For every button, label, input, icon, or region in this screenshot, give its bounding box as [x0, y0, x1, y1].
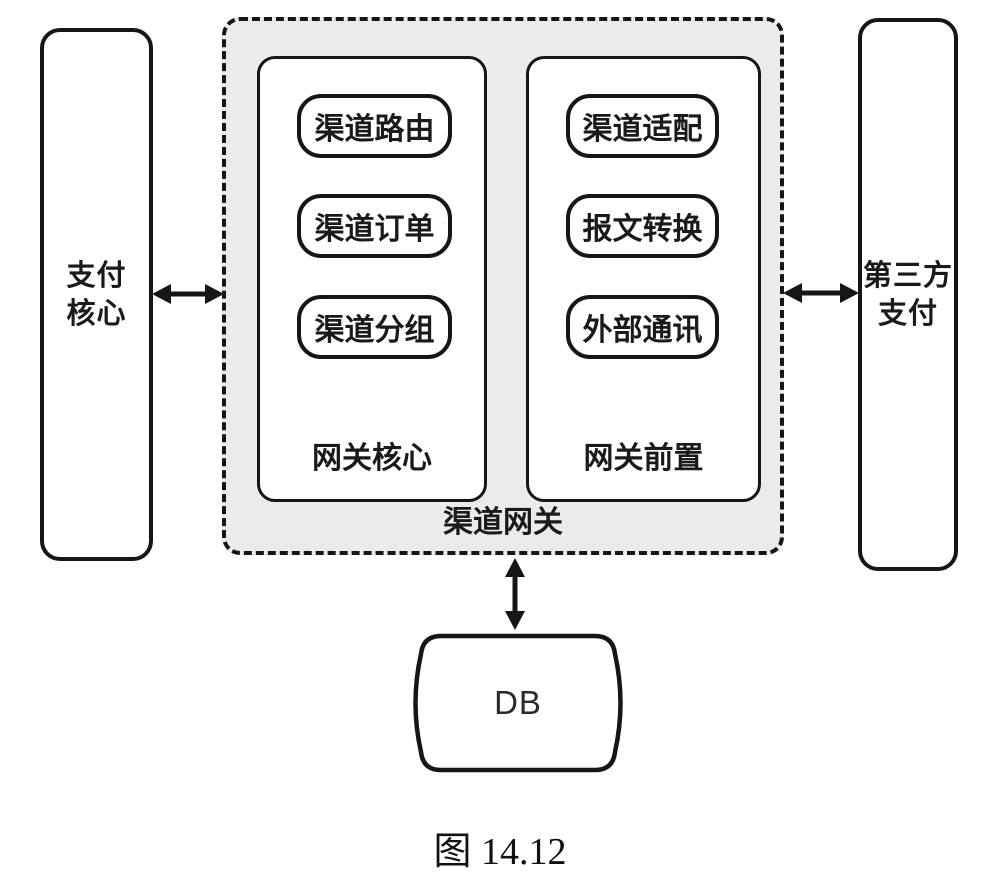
third-party-payment-node: 第三方 支付 [858, 18, 958, 571]
database-cylinder-icon [413, 633, 623, 773]
payment-core-label: 支付 核心 [66, 257, 126, 333]
gateway-front-label: 网关前置 [583, 442, 704, 475]
module-external-communication: 外部通讯 [566, 295, 719, 359]
module-channel-routing-label: 渠道路由 [314, 113, 435, 146]
third-party-payment-label: 第三方 支付 [863, 257, 953, 333]
module-message-conversion-label: 报文转换 [582, 213, 703, 246]
module-channel-grouping-label: 渠道分组 [314, 314, 435, 347]
gateway-front-box: 渠道适配 报文转换 外部通讯 网关前置 [526, 56, 761, 502]
third-party-payment-label-line2: 支付 [877, 297, 938, 330]
module-channel-order: 渠道订单 [297, 194, 452, 258]
gateway-core-box: 渠道路由 渠道订单 渠道分组 网关核心 [257, 56, 487, 502]
module-channel-order-label: 渠道订单 [314, 213, 435, 246]
payment-core-node: 支付 核心 [40, 28, 153, 561]
module-message-conversion: 报文转换 [566, 194, 719, 258]
module-channel-grouping: 渠道分组 [297, 295, 452, 359]
left-bidirectional-arrow-icon [152, 284, 224, 304]
module-external-communication-label: 外部通讯 [582, 314, 703, 347]
database-node: DB [405, 628, 631, 778]
payment-core-label-line1: 支付 [66, 259, 127, 292]
third-party-payment-label-line1: 第三方 [862, 259, 953, 292]
right-bidirectional-arrow-icon [783, 283, 859, 303]
db-bidirectional-arrow-icon [505, 558, 525, 630]
channel-gateway-label: 渠道网关 [443, 506, 563, 539]
module-channel-routing: 渠道路由 [297, 94, 452, 158]
payment-core-label-line2: 核心 [66, 297, 127, 330]
module-channel-adaptation-label: 渠道适配 [582, 113, 703, 146]
channel-gateway-group: 渠道路由 渠道订单 渠道分组 网关核心 渠道适配 报文转换 外部通讯 网关前置 … [222, 17, 784, 555]
figure-caption: 图 14.12 [433, 831, 567, 873]
database-label: DB [494, 684, 542, 721]
module-channel-adaptation: 渠道适配 [566, 94, 719, 158]
gateway-core-label: 网关核心 [312, 442, 432, 475]
